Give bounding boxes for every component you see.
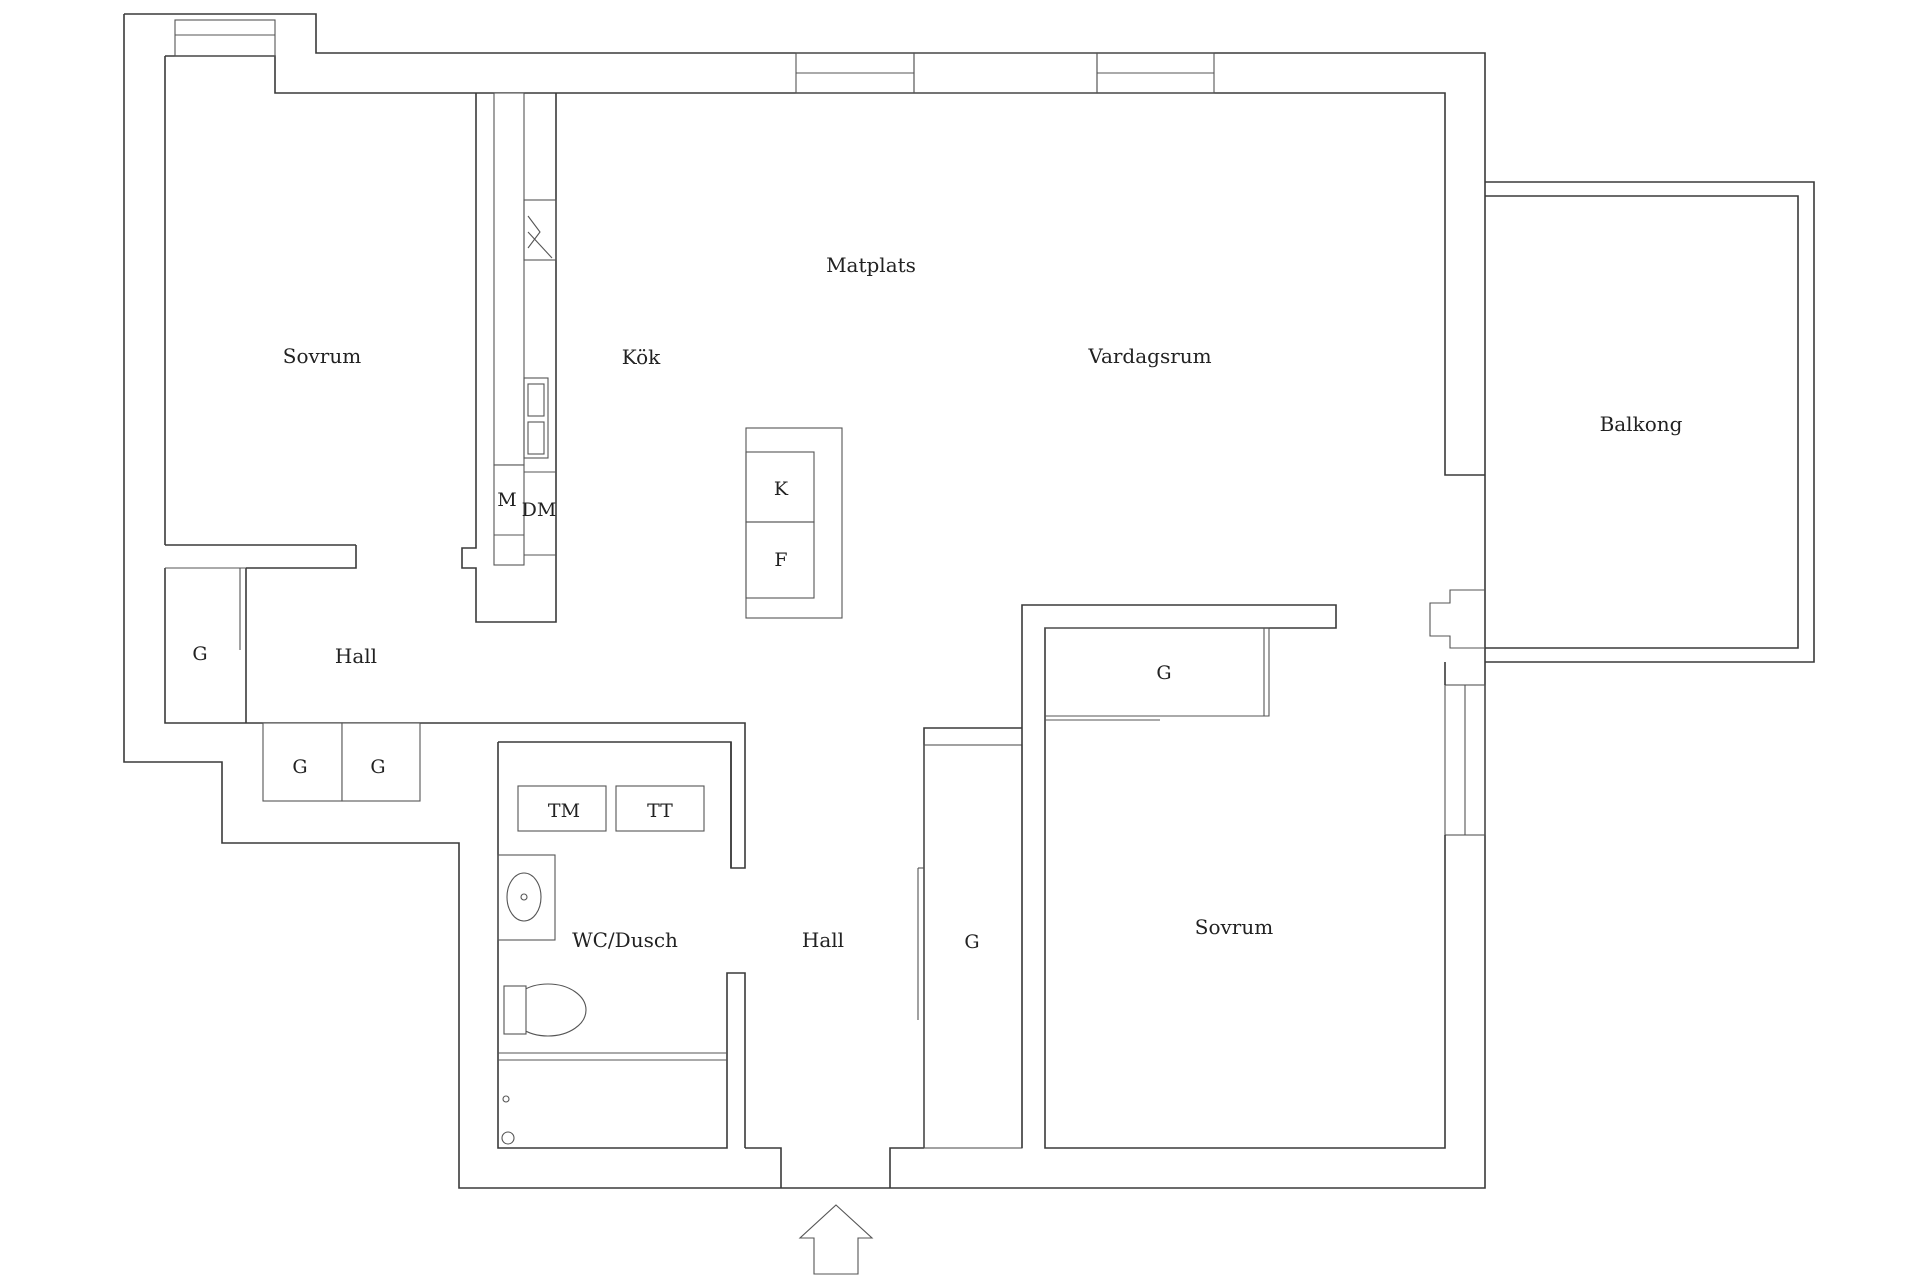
room-label-kok: Kök bbox=[622, 345, 661, 369]
fixture-label-freezer: F bbox=[774, 549, 787, 571]
room-label-balkong: Balkong bbox=[1600, 412, 1683, 436]
fridge-freezer bbox=[745, 427, 843, 619]
room-label-hall-center: Hall bbox=[802, 928, 844, 952]
kitchen bbox=[461, 92, 557, 623]
room-label-hall-left: Hall bbox=[335, 644, 377, 668]
wardrobe-label-hall-center: G bbox=[964, 931, 979, 953]
fixture-label-washing-machine: TM bbox=[548, 800, 580, 822]
wardrobe-label-hall-bottom-2: G bbox=[370, 756, 385, 778]
fixture-label-fridge: K bbox=[774, 478, 789, 500]
wardrobe-label-hall-bottom-1: G bbox=[292, 756, 307, 778]
bathroom bbox=[497, 742, 746, 1149]
fixture-label-microwave: M bbox=[497, 489, 516, 511]
room-label-vardagsrum: Vardagsrum bbox=[1087, 344, 1211, 368]
right-bedroom bbox=[1021, 604, 1446, 1149]
room-label-matplats: Matplats bbox=[826, 253, 916, 277]
fixture-label-dryer: TT bbox=[647, 800, 673, 822]
wardrobe-label-bedroom-top: G bbox=[1156, 662, 1171, 684]
fixture-label-dishwasher: DM bbox=[522, 499, 557, 521]
room-label-sovrum-right: Sovrum bbox=[1195, 915, 1273, 939]
entrance-arrow-icon bbox=[798, 1204, 874, 1275]
wardrobe-label-hall-left: G bbox=[192, 643, 207, 665]
windows bbox=[174, 19, 1486, 836]
entrance-corridor bbox=[745, 727, 1023, 1188]
room-label-sovrum-left: Sovrum bbox=[283, 344, 361, 368]
room-label-wc-dusch: WC/Dusch bbox=[572, 928, 678, 952]
balcony bbox=[1429, 181, 1815, 663]
